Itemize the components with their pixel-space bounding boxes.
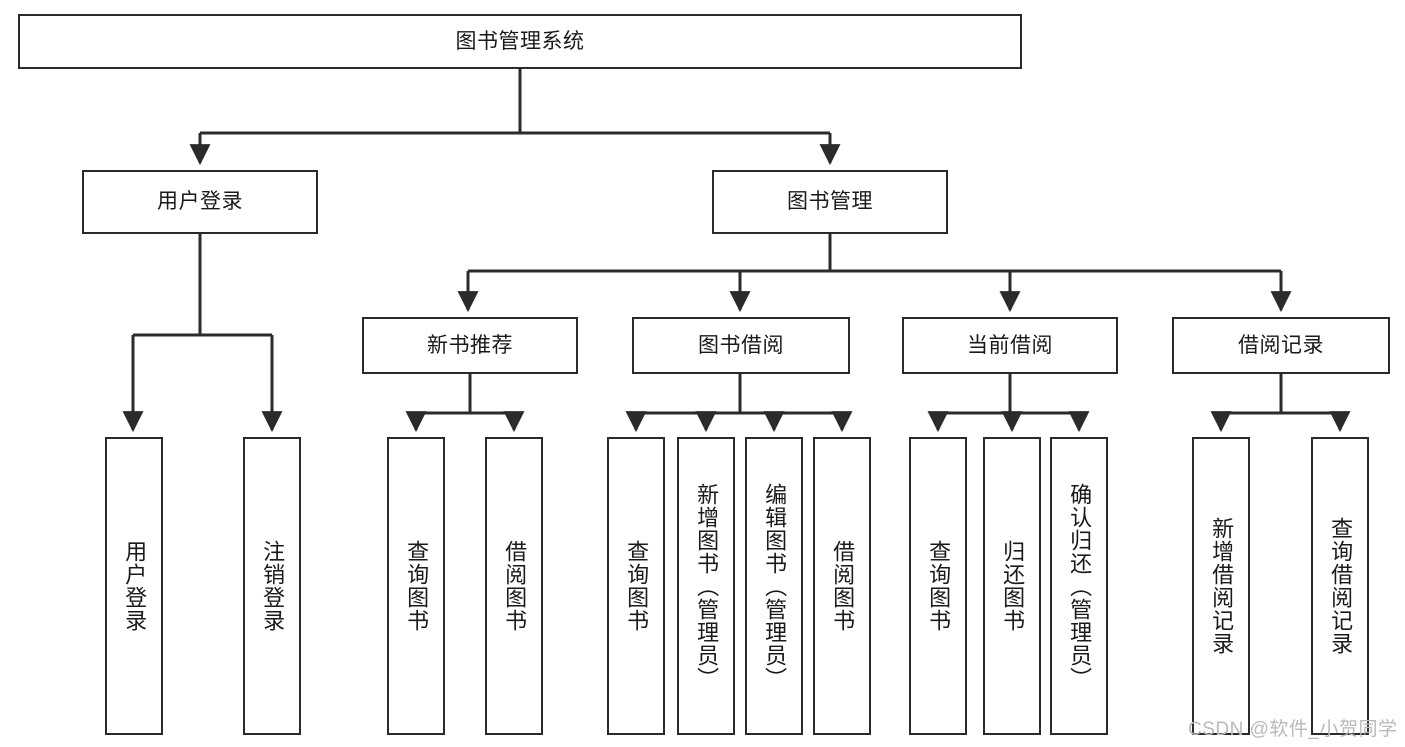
leaf-logout-label: 注销登录 — [260, 540, 286, 632]
leaf-query-borrow-record[interactable]: 查询借阅记录 — [1311, 437, 1369, 735]
leaf-confirm-return-admin-label: 确认归还（管理员） — [1067, 482, 1093, 690]
leaf-borrow-books-new[interactable]: 借阅图书 — [485, 437, 543, 735]
node-book-borrow-label: 图书借阅 — [698, 333, 784, 357]
node-current-borrow-label: 当前借阅 — [967, 333, 1053, 357]
node-root[interactable]: 图书管理系统 — [18, 14, 1022, 69]
leaf-borrow-books-label: 借阅图书 — [830, 540, 856, 632]
leaf-query-books-new[interactable]: 查询图书 — [387, 437, 445, 735]
leaf-borrow-books[interactable]: 借阅图书 — [813, 437, 871, 735]
leaf-user-login[interactable]: 用户登录 — [105, 437, 163, 735]
node-root-label: 图书管理系统 — [455, 29, 585, 53]
leaf-query-books-new-label: 查询图书 — [404, 540, 430, 632]
leaf-query-books[interactable]: 查询图书 — [607, 437, 665, 735]
leaf-confirm-return-admin[interactable]: 确认归还（管理员） — [1050, 437, 1108, 735]
node-user-login[interactable]: 用户登录 — [82, 170, 318, 234]
csdn-watermark: CSDN @软件_小贺同学 — [1188, 719, 1398, 740]
leaf-add-borrow-record[interactable]: 新增借阅记录 — [1192, 437, 1250, 735]
leaf-return-books[interactable]: 归还图书 — [983, 437, 1041, 735]
leaf-user-login-label: 用户登录 — [122, 540, 148, 632]
leaf-logout[interactable]: 注销登录 — [243, 437, 301, 735]
leaf-borrow-books-new-label: 借阅图书 — [502, 540, 528, 632]
node-borrow-record-label: 借阅记录 — [1238, 333, 1324, 357]
leaf-add-borrow-record-label: 新增借阅记录 — [1209, 517, 1235, 655]
node-book-management[interactable]: 图书管理 — [712, 170, 948, 234]
leaf-edit-book-admin-label: 编辑图书（管理员） — [762, 482, 788, 690]
leaf-add-book-admin[interactable]: 新增图书（管理员） — [677, 437, 735, 735]
leaf-query-books-label: 查询图书 — [624, 540, 650, 632]
node-book-management-label: 图书管理 — [787, 190, 873, 214]
leaf-edit-book-admin[interactable]: 编辑图书（管理员） — [745, 437, 803, 735]
leaf-query-books-current[interactable]: 查询图书 — [909, 437, 967, 735]
leaf-query-borrow-record-label: 查询借阅记录 — [1328, 517, 1354, 655]
node-borrow-record[interactable]: 借阅记录 — [1172, 317, 1390, 374]
leaf-query-books-current-label: 查询图书 — [926, 540, 952, 632]
node-new-book-recommend[interactable]: 新书推荐 — [362, 317, 578, 374]
leaf-return-books-label: 归还图书 — [1000, 540, 1026, 632]
node-book-borrow[interactable]: 图书借阅 — [632, 317, 850, 374]
leaf-add-book-admin-label: 新增图书（管理员） — [694, 482, 720, 690]
node-current-borrow[interactable]: 当前借阅 — [902, 317, 1118, 374]
node-user-login-label: 用户登录 — [157, 190, 243, 214]
node-new-book-recommend-label: 新书推荐 — [427, 333, 513, 357]
